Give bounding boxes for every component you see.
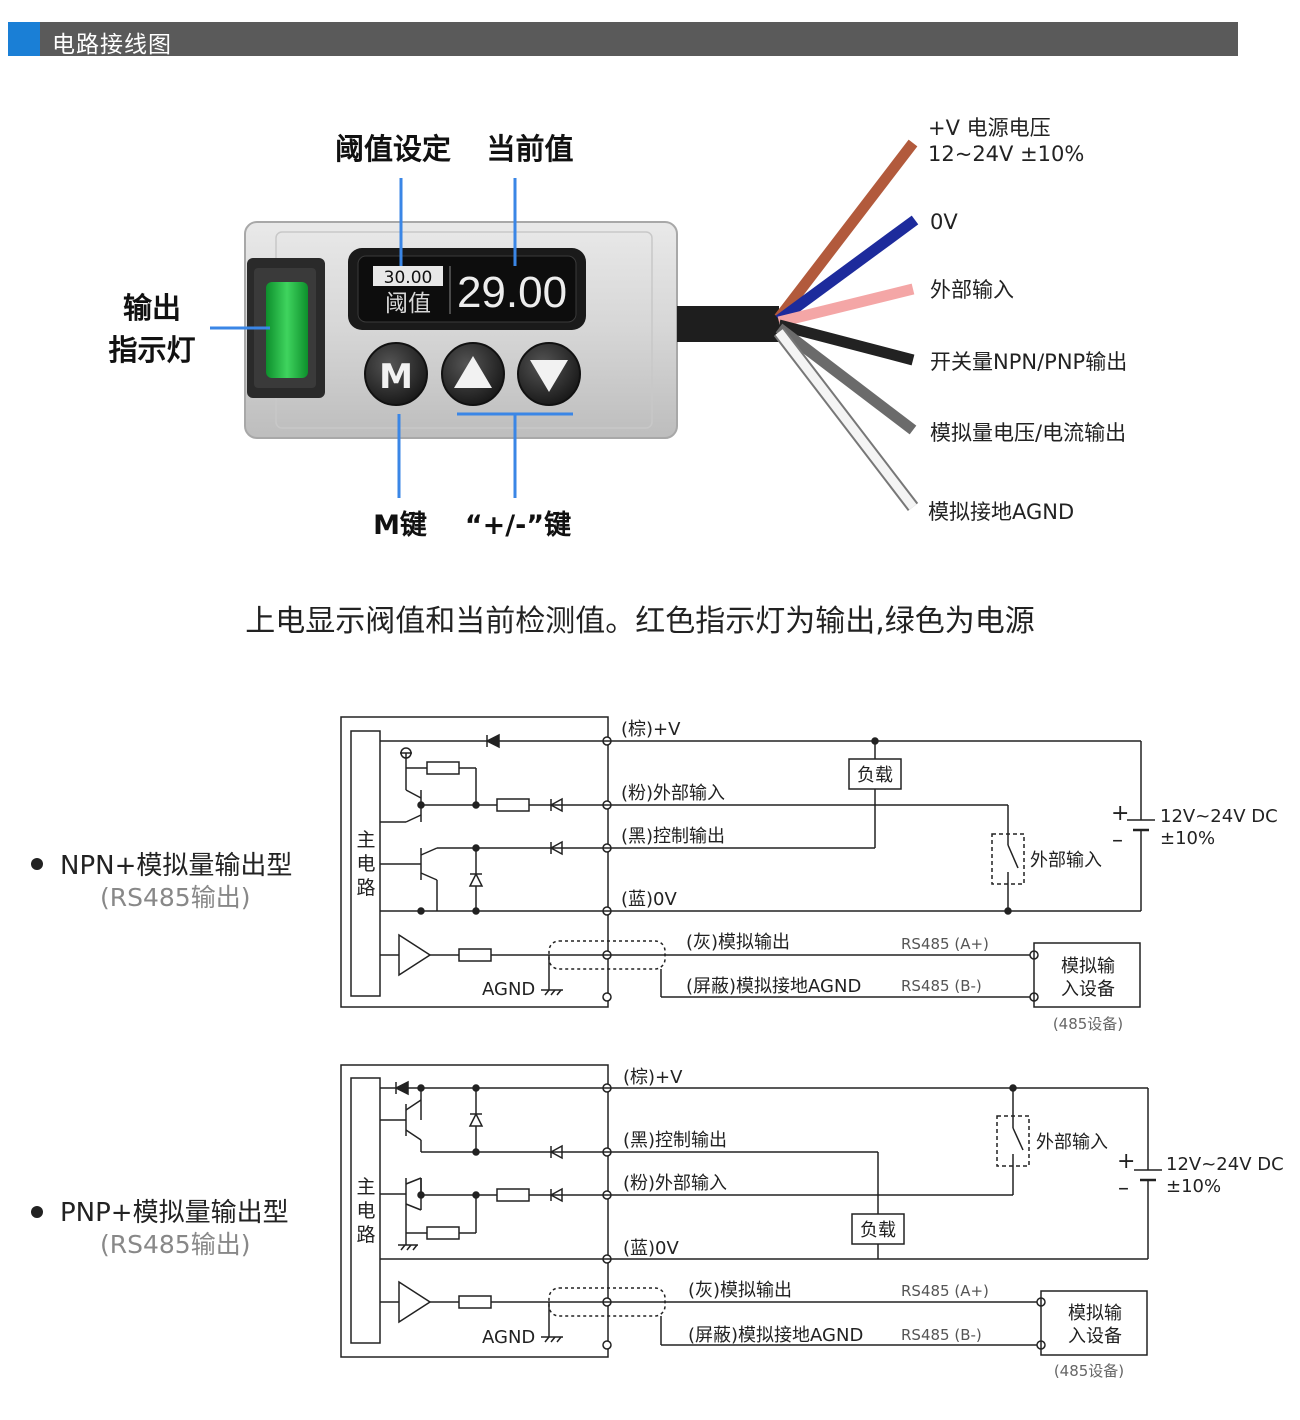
terminal-gray-label: (灰)模拟输出: [686, 932, 790, 953]
rs485-b-label: RS485 (B-): [901, 977, 982, 995]
device-note: (485设备): [1053, 1015, 1123, 1033]
device-line2: 入设备: [1068, 1326, 1122, 1347]
ext-input-label: 外部输入: [1030, 850, 1102, 871]
indicator-label-line2: 指示灯: [108, 333, 195, 367]
supply-tolerance-label: ±10%: [1160, 828, 1215, 849]
npn-labels: NPN+模拟量输出型 (RS485输出) 主 电 路 (棕)+V (粉)外部输入…: [60, 719, 1278, 1033]
terminal-shield-label: (屏蔽)模拟接地AGND: [688, 1325, 863, 1346]
output-indicator-led: [247, 258, 325, 398]
threshold-set-label: 阈值设定: [335, 132, 451, 166]
terminal-gray-label: (灰)模拟输出: [688, 1280, 792, 1301]
pnp-diagram: [31, 1064, 1162, 1358]
up-button[interactable]: [441, 342, 505, 406]
m-button[interactable]: M: [364, 342, 428, 406]
device-note: (485设备): [1054, 1362, 1124, 1380]
agnd-label: AGND: [482, 979, 535, 1000]
plus-sign: +: [1111, 801, 1129, 826]
main-circuit-char: 主: [356, 1176, 375, 1198]
terminal-black-label: (黑)控制输出: [621, 826, 725, 847]
wire-brown-spec: 12~24V ±10%: [928, 142, 1084, 166]
main-circuit-char: 路: [356, 877, 375, 899]
display-current-value: 29.00: [457, 268, 567, 317]
device-line1: 模拟输: [1061, 956, 1115, 977]
supply-tolerance-label: ±10%: [1166, 1176, 1221, 1197]
terminal-blue-label: (蓝)0V: [623, 1238, 679, 1259]
rs485-b-label: RS485 (B-): [901, 1326, 982, 1344]
m-key-label: M键: [373, 509, 427, 541]
minus-sign: –: [1112, 828, 1123, 853]
terminal-shield-label: (屏蔽)模拟接地AGND: [686, 976, 861, 997]
agnd-label: AGND: [482, 1327, 535, 1348]
wire-pink-label: 外部输入: [930, 278, 1014, 302]
device-line1: 模拟输: [1068, 1303, 1122, 1324]
leader-lines: [210, 178, 573, 498]
terminal-brown-label: (棕)+V: [623, 1067, 683, 1088]
main-circuit-char: 路: [356, 1224, 375, 1246]
rs485-a-label: RS485 (A+): [901, 935, 989, 953]
pnp-title: PNP+模拟量输出型: [60, 1198, 289, 1228]
m-button-label: M: [379, 357, 413, 397]
wire-blue: [775, 215, 919, 325]
npn-diagram: [31, 716, 1155, 1008]
sensor-device: 30.00 阈值 29.00 M: [244, 221, 779, 439]
section-title: 电路接线图: [52, 32, 172, 58]
bullet-dot: [31, 1206, 43, 1218]
up-arrow-icon: [454, 356, 492, 388]
rs485-a-label: RS485 (A+): [901, 1282, 989, 1300]
load-label: 负载: [860, 1220, 896, 1241]
pnp-subtitle: (RS485输出): [100, 1230, 250, 1259]
cable-wires: [773, 139, 919, 511]
terminal-brown-label: (棕)+V: [621, 719, 681, 740]
main-circuit-char: 电: [356, 1200, 375, 1222]
section-header: 电路接线图: [8, 22, 1238, 58]
down-button[interactable]: [517, 342, 581, 406]
npn-title: NPN+模拟量输出型: [60, 851, 292, 881]
wire-brown: [774, 139, 918, 322]
display-threshold-text: 阈值: [385, 291, 431, 317]
wire-blue-label: 0V: [930, 210, 958, 234]
wire-black-label: 开关量NPN/PNP输出: [930, 350, 1127, 374]
current-value-label: 当前值: [486, 132, 573, 166]
main-circuit-char: 电: [356, 853, 375, 875]
header-accent-bar: [8, 22, 40, 56]
pnp-labels: PNP+模拟量输出型 (RS485输出) 主 电 路 (棕)+V (黑)控制输出…: [60, 1067, 1284, 1380]
plus-minus-key-label: “+/-”键: [465, 509, 571, 541]
npn-subtitle: (RS485输出): [100, 883, 250, 912]
cable-sheath: [677, 306, 779, 342]
main-circuit-char: 主: [356, 829, 375, 851]
wire-gray: [775, 323, 917, 435]
terminal-black-label: (黑)控制输出: [623, 1130, 727, 1151]
lcd-display: 30.00 阈值 29.00: [348, 248, 586, 330]
wire-gray-label: 模拟量电压/电流输出: [930, 421, 1126, 445]
wire-black: [777, 319, 915, 366]
load-label: 负载: [857, 765, 893, 786]
terminal-pink-label: (粉)外部输入: [621, 783, 725, 804]
bullet-dot: [31, 858, 43, 870]
ext-input-label: 外部输入: [1036, 1132, 1108, 1153]
caption-text: 上电显示阀值和当前检测值。红色指示灯为输出,绿色为电源: [245, 604, 1035, 639]
wire-brown-label: +V 电源电压: [928, 116, 1051, 140]
display-threshold-value: 30.00: [384, 268, 433, 288]
terminal-pink-label: (粉)外部输入: [623, 1173, 727, 1194]
supply-voltage-label: 12V~24V DC: [1160, 806, 1278, 827]
terminal-blue-label: (蓝)0V: [621, 889, 677, 910]
plus-sign: +: [1117, 1149, 1135, 1174]
device-line2: 入设备: [1061, 979, 1115, 1000]
supply-voltage-label: 12V~24V DC: [1166, 1154, 1284, 1175]
down-arrow-icon: [530, 360, 568, 392]
wire-white-label: 模拟接地AGND: [928, 500, 1074, 524]
wire-pink: [777, 283, 915, 328]
wire-white: [775, 329, 917, 510]
indicator-label-line1: 输出: [123, 291, 181, 325]
minus-sign: –: [1118, 1176, 1129, 1201]
